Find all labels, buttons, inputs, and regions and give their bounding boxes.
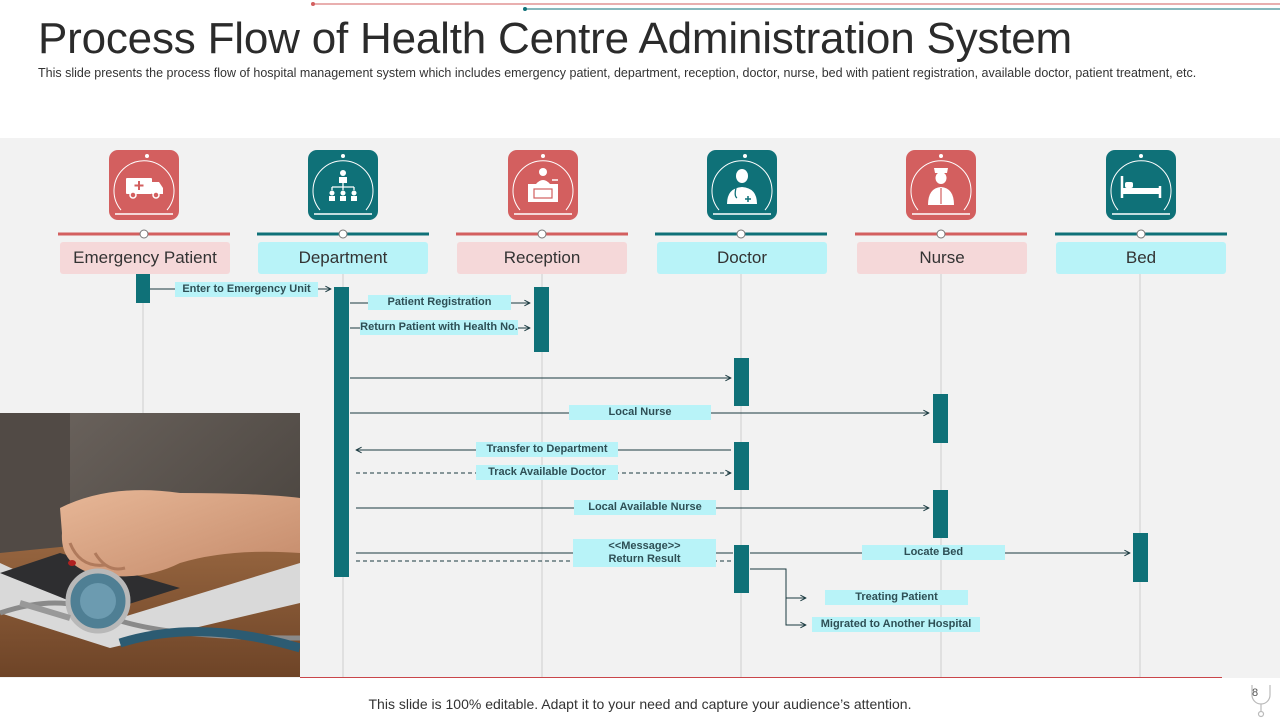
laptop-stethoscope-photo [0, 413, 300, 677]
role-emergency-patient: Emergency Patient [60, 242, 230, 274]
top-decoration [311, 2, 1280, 11]
message-label: Transfer to Department [476, 442, 618, 457]
doctor-icon [707, 150, 777, 220]
role-bed: Bed [1056, 242, 1226, 274]
activation-bars [136, 273, 1148, 593]
message-label: Migrated to Another Hospital [812, 617, 980, 632]
stethoscope-logo-icon [1251, 685, 1271, 718]
message-label: Locate Bed [862, 545, 1005, 560]
message-label: Track Available Doctor [476, 465, 618, 480]
bed-icon [1106, 150, 1176, 220]
nurse-icon [906, 150, 976, 220]
message-line: Return Result [608, 553, 681, 565]
page-number: 8 [1252, 687, 1259, 699]
role-department: Department [258, 242, 428, 274]
role-doctor: Doctor [657, 242, 827, 274]
page-title: Process Flow of Health Centre Administra… [38, 14, 1072, 63]
role-reception: Reception [457, 242, 627, 274]
reception-desk-icon [508, 150, 578, 220]
ambulance-icon [109, 150, 179, 220]
footer-text: This slide is 100% editable. Adapt it to… [368, 696, 912, 712]
message-label: Patient Registration [368, 295, 511, 310]
org-chart-icon [308, 150, 378, 220]
message-label: Treating Patient [825, 590, 968, 605]
bottom-divider [300, 677, 1222, 678]
message-line: <<Message>> [608, 540, 681, 552]
page-subtitle: This slide presents the process flow of … [38, 66, 1197, 80]
role-nurse: Nurse [857, 242, 1027, 274]
message-label: Enter to Emergency Unit [175, 282, 318, 297]
message-label: Local Nurse [569, 405, 711, 420]
message-label-double: <<Message>> Return Result [573, 539, 716, 567]
message-label: Local Available Nurse [574, 500, 716, 515]
message-label: Return Patient with Health No. [360, 320, 518, 335]
